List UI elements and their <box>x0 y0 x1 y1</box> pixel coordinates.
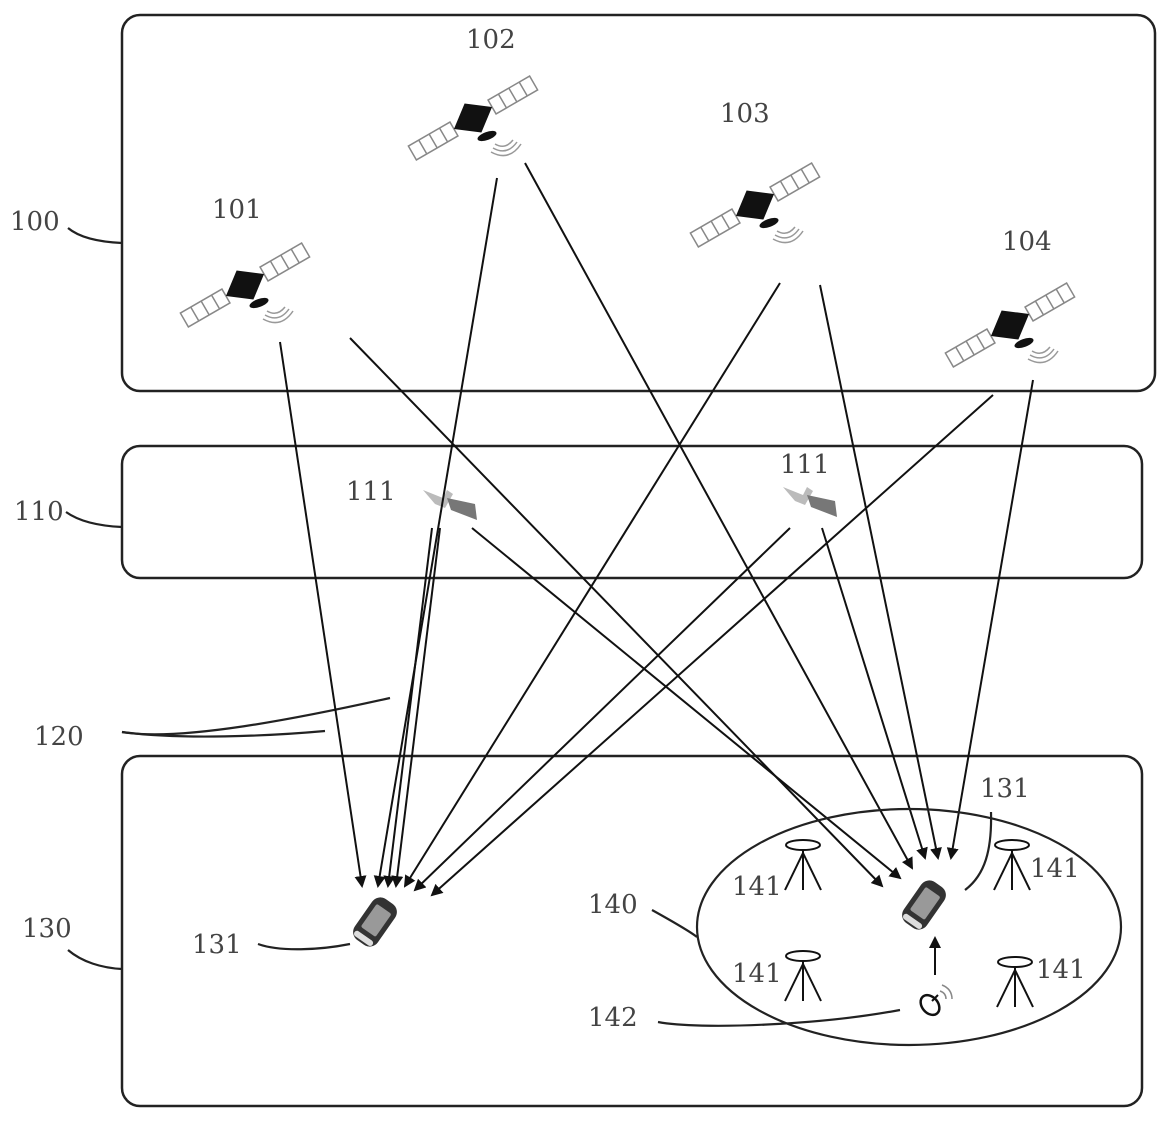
leader-140 <box>651 909 698 938</box>
signal-lines-left <box>279 177 994 897</box>
satellite-layer-box <box>120 13 1157 393</box>
receiver-label-131: 131 <box>980 774 1030 804</box>
augmentation-layer-box <box>120 444 1144 580</box>
label-130: 130 <box>22 914 72 944</box>
satellite-icon <box>944 282 1076 368</box>
augmentation-label-111: 111 <box>346 477 396 507</box>
reference-station-icon <box>784 950 822 1002</box>
augmentation-satellite-icon <box>423 490 477 520</box>
network-ellipse-140 <box>695 807 1123 1047</box>
leader-100 <box>67 227 123 245</box>
station-label-141: 141 <box>1030 854 1080 884</box>
user-layer-box <box>120 754 1144 1108</box>
leader-130 <box>67 949 123 971</box>
satellite-label-101: 101 <box>212 195 262 225</box>
receiver-phone-icon <box>898 876 950 934</box>
leader-120a <box>121 696 391 736</box>
label-110: 110 <box>14 497 64 527</box>
satellite-label-103: 103 <box>720 99 770 129</box>
reference-station-icon <box>996 956 1034 1008</box>
signal-lines-right <box>349 162 1034 888</box>
leader-131-left <box>257 942 351 951</box>
station-label-141: 141 <box>732 872 782 902</box>
leader-120b <box>121 729 326 738</box>
label-100: 100 <box>10 207 60 237</box>
satellite-label-104: 104 <box>1002 227 1052 257</box>
station-label-141: 141 <box>1036 955 1086 985</box>
satellite-icon <box>407 75 539 161</box>
leader-110 <box>65 511 123 529</box>
receiver-label-131: 131 <box>192 930 242 960</box>
receiver-phone-icon <box>349 893 401 951</box>
reference-station-icon <box>993 839 1031 891</box>
leader-142 <box>657 1008 901 1027</box>
station-label-141: 141 <box>732 959 782 989</box>
satellite-icon <box>179 242 311 328</box>
network-label-140: 140 <box>588 890 638 920</box>
broadcast-label-142: 142 <box>588 1003 638 1033</box>
augmentation-label-111: 111 <box>780 450 830 480</box>
satellite-label-102: 102 <box>466 25 516 55</box>
augmentation-satellite-icon <box>783 487 837 517</box>
reference-station-icon <box>784 839 822 891</box>
label-120: 120 <box>34 722 84 752</box>
broadcast-station-icon <box>919 984 953 1017</box>
satellite-icon <box>689 162 821 248</box>
leader-131-right <box>964 811 993 891</box>
